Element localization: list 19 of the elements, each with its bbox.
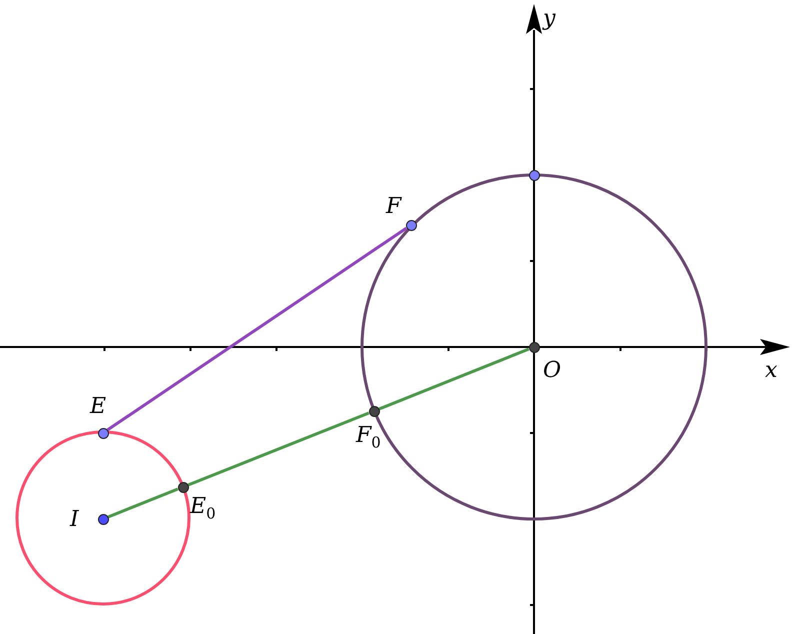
line-segment [188,412,370,486]
point [406,220,416,230]
point-label: O [543,360,562,382]
point [98,428,108,438]
point [368,406,380,416]
line-segment [106,226,408,432]
point-label: F [386,196,402,218]
point-label: I [70,509,79,531]
line-segment [108,488,178,518]
axis-label: y [543,8,556,30]
point [178,482,188,492]
point-label: E$_{0}$ [190,496,216,522]
point [528,170,540,180]
point-label: E [90,396,106,418]
point-label: F$_{0}$ [356,425,381,450]
point [98,514,108,524]
line-segment [378,348,530,410]
point [528,342,540,352]
axis-label: x [765,360,778,382]
